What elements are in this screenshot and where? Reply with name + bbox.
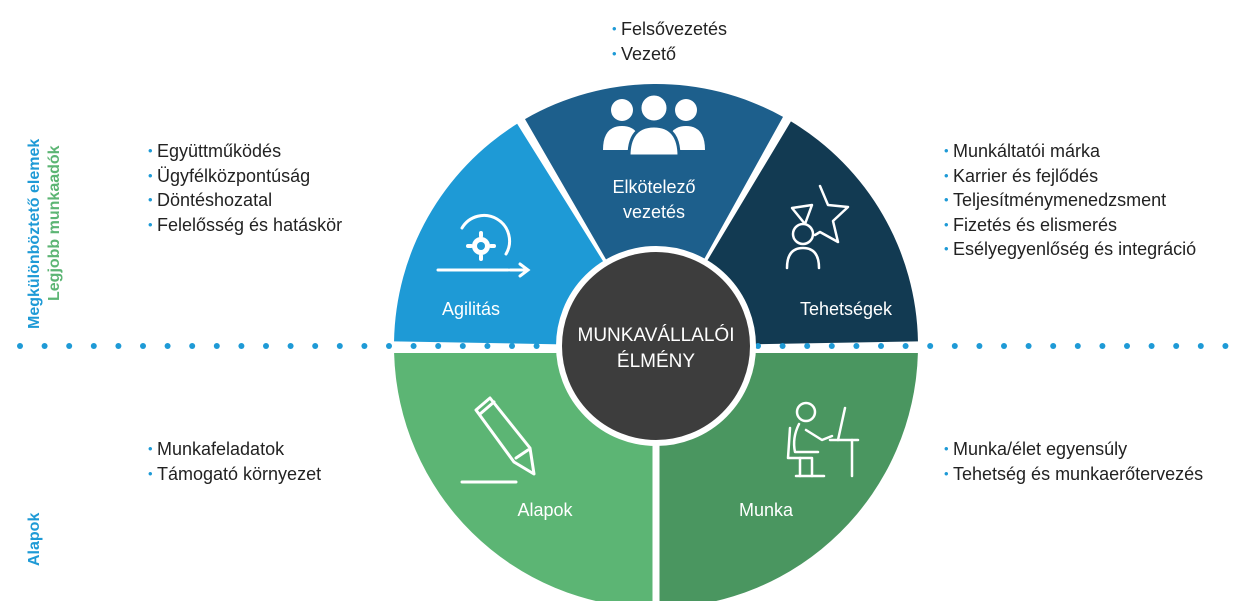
segment-tehetsegek — [704, 121, 918, 345]
divider-dot — [1074, 343, 1081, 349]
segment-label-elkotelezo-line1: Elkötelező — [612, 177, 695, 197]
center-label-line2: ÉLMÉNY — [617, 351, 695, 372]
list-item: Felsővezetés — [612, 17, 727, 42]
segment-label-munka: Munka — [739, 500, 794, 520]
divider-dot — [17, 343, 23, 349]
divider-dot — [878, 343, 884, 349]
divider-dot — [287, 343, 294, 349]
divider-dot — [1148, 343, 1155, 349]
bullet-list-agilitas: Együttműködés Ügyfélközpontúság Döntésho… — [148, 139, 342, 237]
person-at-desk-icon — [786, 401, 860, 478]
people-group-icon — [603, 92, 705, 158]
bullet-list-elkotelezo: Felsővezetés Vezető — [612, 17, 727, 66]
divider-dot — [853, 343, 860, 349]
bullet-list-munka: Munka/élet egyensúly Tehetség és munkaer… — [944, 437, 1203, 486]
list-item: Munkáltatói márka — [944, 139, 1196, 164]
list-item: Teljesítménymenedzsment — [944, 188, 1196, 213]
list-item: Támogató környezet — [148, 462, 321, 487]
divider-dot — [115, 343, 122, 349]
bullet-list-alapok: Munkafeladatok Támogató környezet — [148, 437, 321, 486]
list-item: Felelősség és hatáskör — [148, 213, 342, 238]
divider-dot — [779, 343, 786, 349]
list-item: Vezető — [612, 42, 727, 67]
divider-dot — [927, 343, 934, 349]
list-item: Esélyegyenlőség és integráció — [944, 237, 1196, 262]
divider-dot — [1050, 343, 1057, 349]
divider-dot — [41, 343, 48, 349]
segment-agilitas — [394, 123, 606, 345]
divider-dot — [1001, 343, 1007, 349]
divider-dot — [1197, 343, 1204, 349]
divider-dot — [976, 343, 983, 349]
divider-dot — [66, 343, 73, 349]
bullet-list-tehetsegek: Munkáltatói márka Karrier és fejlődés Te… — [944, 139, 1196, 262]
person-star-icon — [785, 184, 850, 270]
divider-dot — [804, 343, 811, 349]
segment-elkotelezo-vezetes — [525, 83, 784, 264]
divider-dot — [386, 343, 392, 349]
divider-dot — [755, 343, 761, 349]
list-item: Ügyfélközpontúság — [148, 164, 342, 189]
list-item: Karrier és fejlődés — [944, 164, 1196, 189]
segment-label-alapok: Alapok — [517, 500, 573, 520]
divider-dot — [213, 343, 220, 349]
divider-dot — [140, 343, 146, 349]
divider-dot — [189, 343, 196, 349]
pencil-icon — [460, 396, 536, 484]
divider-dot — [1124, 343, 1130, 349]
divider-dot — [1222, 343, 1229, 349]
center-circle — [556, 246, 756, 446]
list-item: Együttműködés — [148, 139, 342, 164]
divider-dot — [459, 343, 466, 349]
divider-dot — [533, 343, 540, 349]
divider-dot — [1173, 343, 1180, 349]
divider-dot — [902, 343, 909, 349]
list-item: Döntéshozatal — [148, 188, 342, 213]
side-label-megkulonbozteto: Megkülönböztető elemek — [26, 138, 43, 329]
divider-dot — [509, 343, 515, 349]
divider-dot — [164, 343, 171, 349]
divider-dot — [828, 343, 835, 349]
list-item: Fizetés és elismerés — [944, 213, 1196, 238]
list-item: Munka/élet egyensúly — [944, 437, 1203, 462]
divider-dot — [484, 343, 491, 349]
list-item: Munkafeladatok — [148, 437, 321, 462]
segment-label-elkotelezo-line2: vezetés — [623, 202, 685, 222]
segment-label-tehetsegek: Tehetségek — [800, 299, 893, 319]
divider-dot — [435, 343, 442, 349]
divider-dot — [1099, 343, 1106, 349]
divider-dot — [361, 343, 368, 349]
side-label-legjobb-munkaadok: Legjobb munkaadók — [46, 145, 63, 301]
list-item: Tehetség és munkaerőtervezés — [944, 462, 1203, 487]
divider-dot — [238, 343, 245, 349]
divider-dot — [263, 343, 269, 349]
divider-dot — [951, 343, 958, 349]
divider-dot — [90, 343, 97, 349]
divider-dot — [336, 343, 343, 349]
center-label-line1: MUNKAVÁLLALÓI — [578, 324, 735, 346]
divider-dot — [410, 343, 417, 349]
divider-dot — [312, 343, 319, 349]
gear-cycle-icon — [436, 213, 531, 278]
segment-label-agilitas: Agilitás — [442, 299, 500, 319]
side-label-alapok: Alapok — [26, 512, 43, 566]
divider-dot — [1025, 343, 1032, 349]
